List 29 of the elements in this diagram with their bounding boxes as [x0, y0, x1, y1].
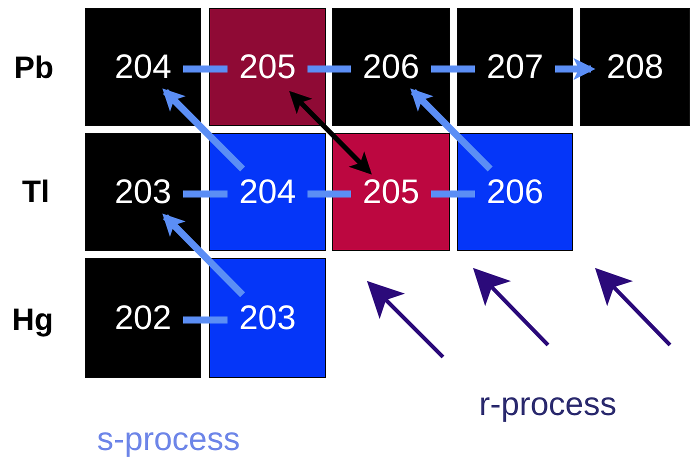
isotope-box	[209, 133, 326, 251]
isotope-box	[580, 8, 690, 126]
process-label: r-process	[479, 387, 617, 420]
mass-number: 203	[239, 301, 296, 335]
mass-number: 206	[362, 50, 420, 84]
mass-number: 204	[114, 50, 172, 84]
isotope-box	[209, 258, 326, 378]
isotope-box	[209, 8, 326, 126]
mass-number: 206	[486, 175, 544, 209]
mass-number: 202	[114, 301, 172, 335]
mass-number: 205	[362, 175, 420, 209]
mass-number: 204	[239, 175, 296, 209]
isotope-box	[85, 258, 201, 378]
mass-number: 207	[486, 50, 544, 84]
isotope-box	[457, 133, 573, 251]
element-symbol: Pb	[14, 52, 54, 83]
element-symbol: Tl	[22, 176, 50, 207]
mass-number: 208	[606, 50, 664, 84]
isotope-box	[457, 8, 573, 126]
isotope-box	[332, 8, 450, 126]
mass-number: 205	[239, 50, 296, 84]
isotope-box	[332, 133, 450, 251]
isotope-box	[85, 8, 201, 126]
mass-number: 203	[114, 175, 172, 209]
isotope-box	[85, 133, 201, 251]
process-label: s-process	[97, 422, 240, 455]
element-symbol: Hg	[12, 304, 54, 335]
arrow	[289, 90, 372, 175]
arrow	[555, 58, 596, 80]
